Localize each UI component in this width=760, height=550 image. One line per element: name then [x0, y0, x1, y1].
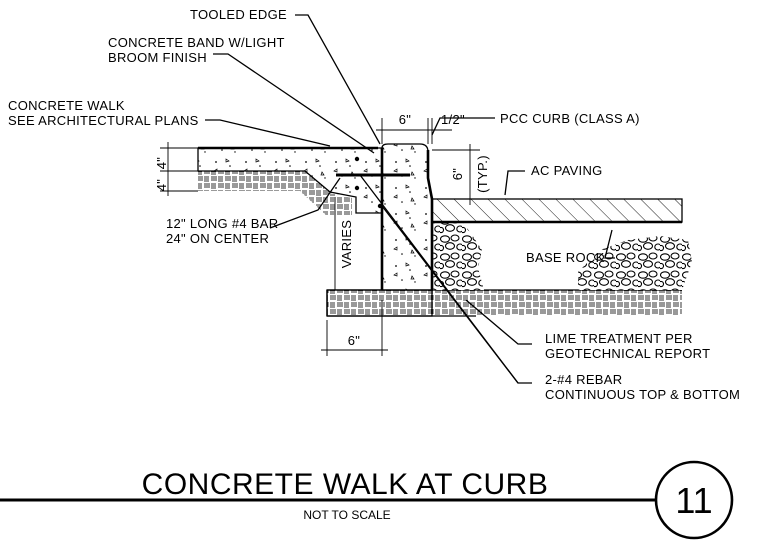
- label-lime-1: LIME TREATMENT PER: [545, 331, 693, 346]
- label-bar-1: 12" LONG #4 BAR: [166, 216, 278, 231]
- rebar-bottom: [377, 203, 383, 209]
- curb-footing-outline: [326, 289, 433, 317]
- dim-curb-height: 6": [450, 168, 465, 181]
- dim-curb-batter: 1/2": [441, 112, 465, 127]
- base-rock-fill-near-curb: [432, 222, 484, 290]
- label-rebar-1: 2-#4 REBAR: [545, 372, 622, 387]
- label-ac-paving: AC PAVING: [531, 163, 603, 178]
- label-pcc-curb: PCC CURB (CLASS A): [500, 111, 640, 126]
- label-concrete-band-2: BROOM FINISH: [108, 50, 207, 65]
- pcc-curb: [381, 143, 433, 291]
- ac-paving: [431, 198, 683, 223]
- dim-curb-width: 6": [399, 112, 412, 127]
- label-lime-2: GEOTECHNICAL REPORT: [545, 346, 710, 361]
- label-concrete-walk-2: SEE ARCHITECTURAL PLANS: [8, 113, 199, 128]
- rebar-top: [354, 156, 360, 162]
- scale-note: NOT TO SCALE: [303, 508, 390, 522]
- dim-walk-thickness-bottom: 4": [154, 179, 169, 192]
- label-concrete-walk-1: CONCRETE WALK: [8, 98, 125, 113]
- label-tooled-edge: TOOLED EDGE: [190, 7, 287, 22]
- label-rebar-2: CONTINUOUS TOP & BOTTOM: [545, 387, 740, 402]
- curb-face-line: [426, 150, 434, 290]
- detail-title: CONCRETE WALK AT CURB: [142, 468, 549, 501]
- dim-footing-width: 6": [348, 333, 361, 348]
- label-base-rock: BASE ROCK: [526, 250, 605, 265]
- dim-walk-thickness-top: 4": [154, 157, 169, 170]
- base-rock-blank-middle: [486, 222, 578, 289]
- rebar-mid: [354, 185, 360, 191]
- detail-number: 11: [675, 480, 712, 521]
- label-concrete-band-1: CONCRETE BAND W/LIGHT: [108, 35, 285, 50]
- dim-varies: VARIES: [339, 220, 354, 269]
- detail-number-circle: [654, 460, 734, 540]
- dim-curb-height-note: (TYP.): [475, 155, 490, 193]
- lime-treated-subgrade: [327, 290, 682, 316]
- label-bar-2: 24" ON CENTER: [166, 231, 269, 246]
- walk-subgrade: [198, 171, 352, 215]
